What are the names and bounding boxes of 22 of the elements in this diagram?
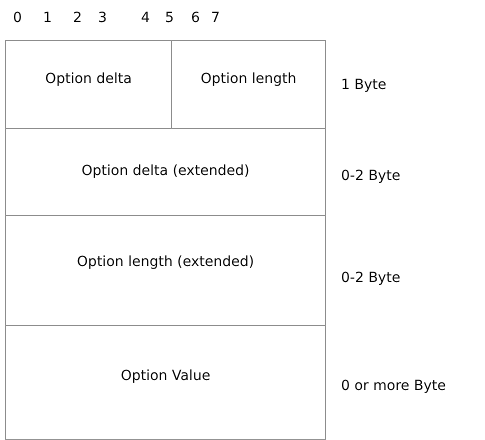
- field-cell: [5, 325, 326, 440]
- field-name: Option delta (extended): [80, 163, 251, 179]
- bit-number: 3: [98, 10, 107, 26]
- field-name: Option Value: [120, 368, 212, 384]
- bit-number: 0: [13, 10, 22, 26]
- bit-number: 6: [191, 10, 200, 26]
- size-label: 1 Byte: [341, 77, 386, 93]
- field-name: Option length (extended): [76, 254, 256, 270]
- field-cell: [171, 40, 326, 129]
- bit-number: 4: [141, 10, 150, 26]
- field-cell: [5, 215, 326, 326]
- size-label: 0-2 Byte: [341, 168, 400, 184]
- size-label: 0 or more Byte: [341, 378, 446, 394]
- bit-number: 5: [165, 10, 174, 26]
- field-name: Option length: [200, 71, 298, 87]
- field-cell: [5, 128, 326, 216]
- field-cell: [5, 40, 172, 129]
- bit-number: 2: [73, 10, 82, 26]
- bit-number: 7: [211, 10, 220, 26]
- bit-number: 1: [43, 10, 52, 26]
- size-label: 0-2 Byte: [341, 270, 400, 286]
- field-name: Option delta: [44, 71, 133, 87]
